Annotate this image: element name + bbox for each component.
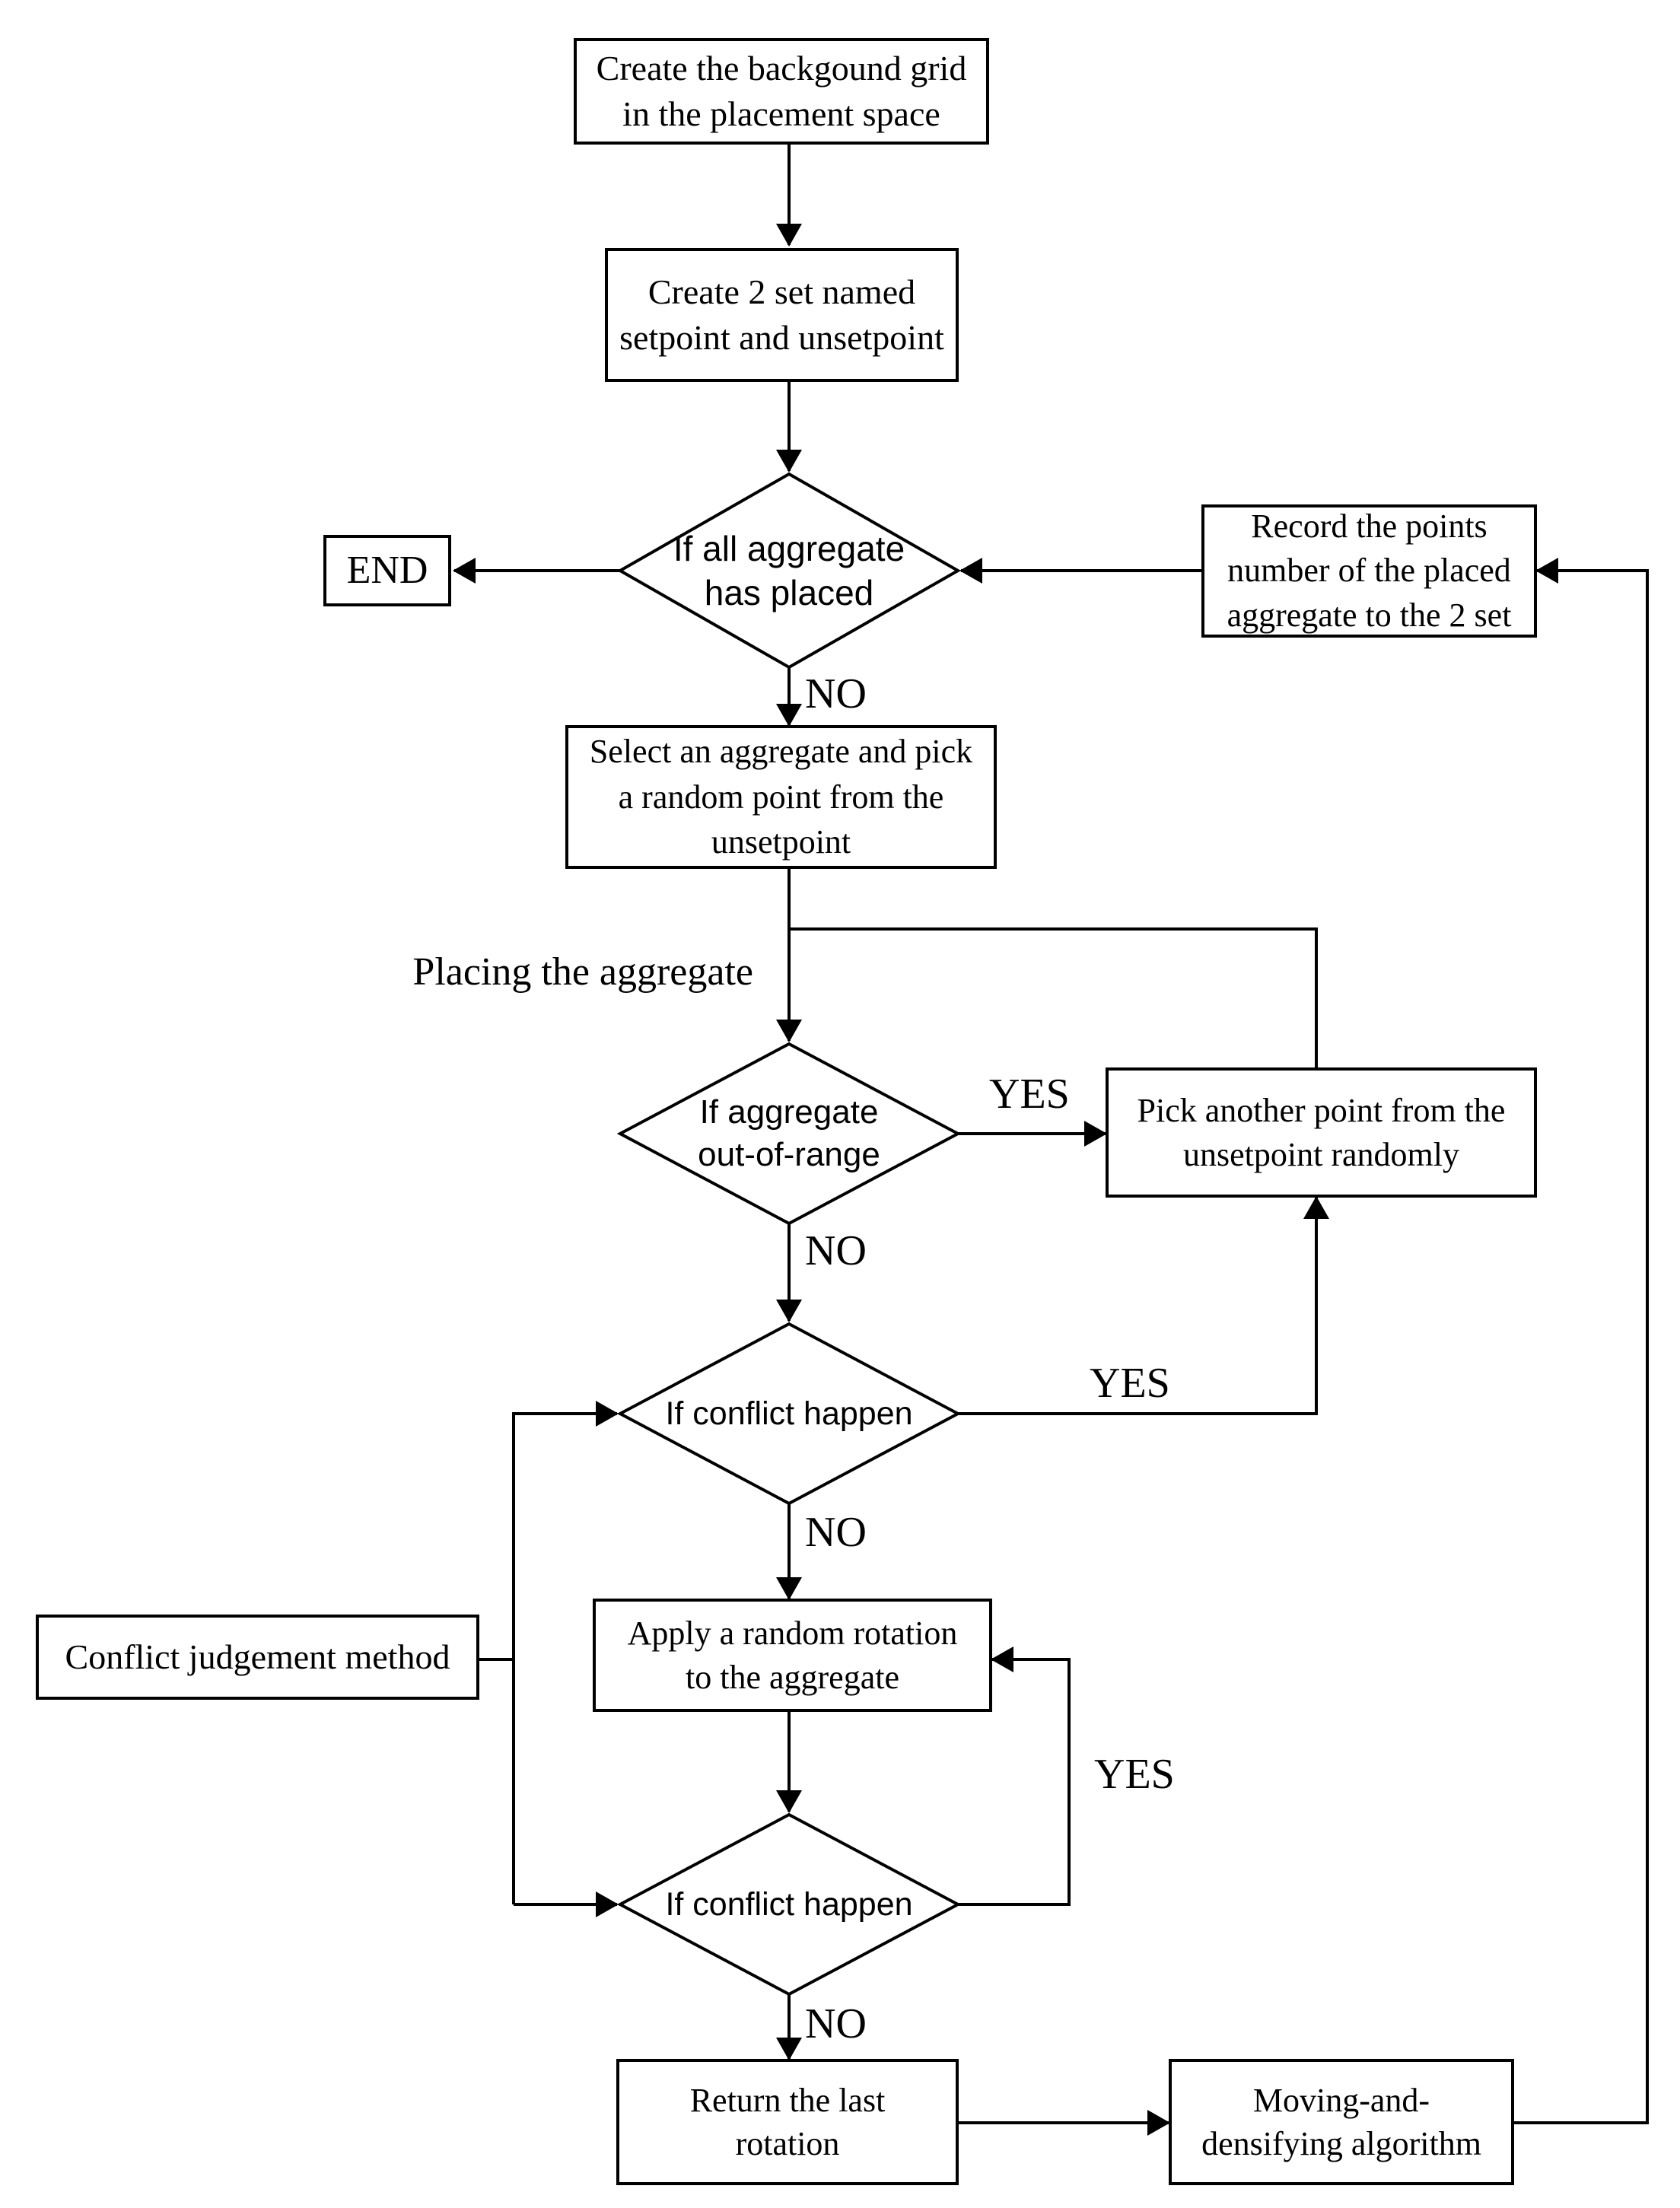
edge-label-no-conflict-2: NO (805, 2000, 867, 2047)
decision-conflict-1-label: If conflict happen (665, 1395, 913, 1432)
node-conflict-method: Conflict judgement method (36, 1615, 479, 1700)
node-create-grid: Create the backgound grid in the placeme… (574, 38, 989, 145)
edge-label-no-conflict-1: NO (805, 1509, 867, 1556)
node-pick-another: Pick another point from the unsetpoint r… (1106, 1067, 1537, 1198)
phase-label-placing: Placing the aggregate (412, 950, 753, 994)
edge-label-yes-conflict-2: YES (1094, 1751, 1175, 1798)
edge-method-to-conflict1 (512, 1401, 619, 1904)
edge-pick-return (789, 927, 1318, 1067)
node-select-aggregate: Select an aggregate and pick a random po… (565, 725, 997, 869)
node-return-rotation: Return the last rotation (616, 2059, 959, 2185)
node-end: END (323, 535, 451, 606)
edge-label-yes-conflict-1: YES (1090, 1360, 1170, 1407)
decision-out-of-range-shape (616, 1042, 962, 1226)
edge-label-yes-out-of-range: YES (989, 1071, 1070, 1118)
edge-conflict2-yes (958, 1646, 1071, 1906)
node-apply-rotation: Apply a random rotation to the aggregate (593, 1599, 992, 1712)
decision-conflict-2-label: If conflict happen (665, 1885, 913, 1923)
decision-conflict-1-shape (616, 1322, 962, 1506)
edge-moving-to-record (1514, 558, 1649, 2124)
edge-conflict1-yes (958, 1196, 1329, 1415)
decision-all-placed-shape (616, 472, 962, 670)
node-record-points: Record the points number of the placed a… (1201, 504, 1537, 638)
decision-all-placed-label: If all aggregate has placed (673, 528, 905, 612)
node-moving-densifying: Moving-and- densifying algorithm (1169, 2059, 1514, 2185)
edge-label-no-all-placed: NO (805, 670, 867, 717)
decision-out-of-range-label: If aggregate out-of-range (698, 1093, 880, 1173)
decision-conflict-2-shape (616, 1812, 962, 1996)
node-create-sets: Create 2 set named setpoint and unsetpoi… (605, 248, 959, 382)
edge-label-no-out-of-range: NO (805, 1227, 867, 1274)
